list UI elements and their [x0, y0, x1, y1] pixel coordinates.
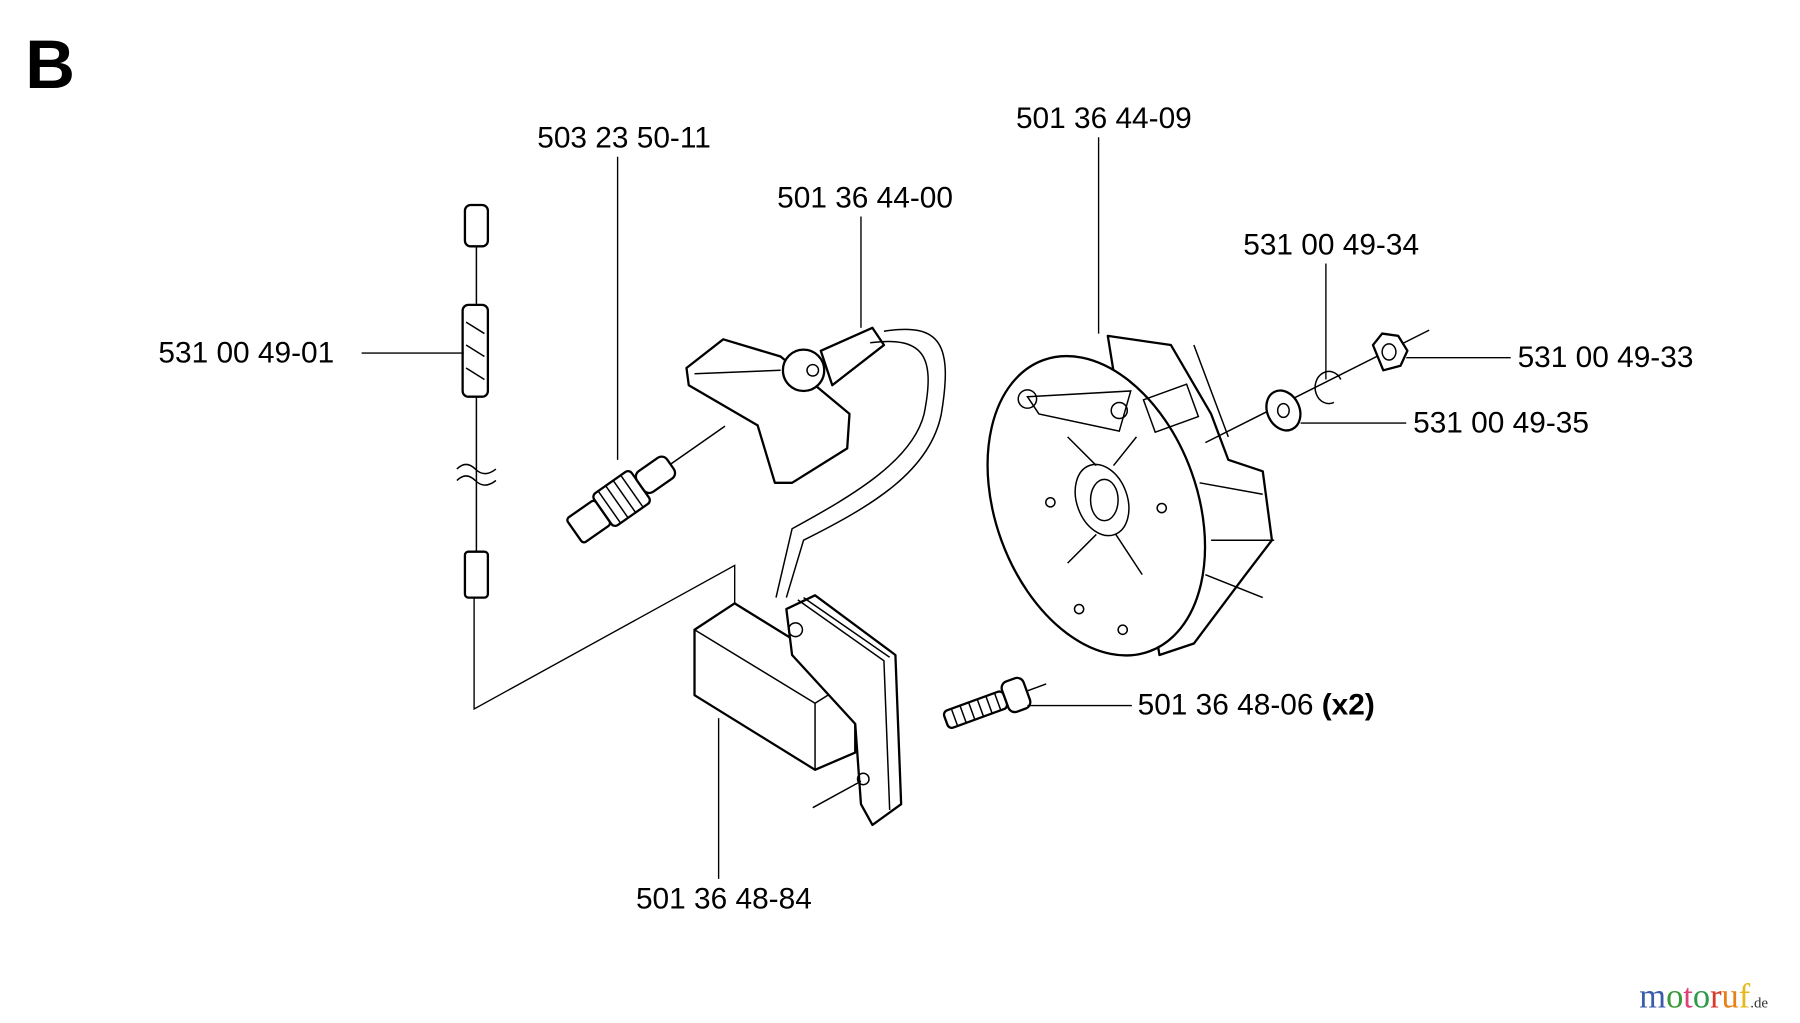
screw-number: 501 36 48-06 — [1138, 689, 1314, 722]
spark-plug-boot-drawing — [685, 326, 947, 598]
spark-plug-drawing — [566, 425, 726, 544]
leader-lines — [361, 137, 1511, 879]
part-label-washer: 531 00 49-35 — [1413, 406, 1589, 439]
hardware-drawing — [1205, 329, 1430, 444]
part-label-ignition-module: 501 36 48-84 — [636, 883, 812, 916]
ignition-module-drawing — [693, 594, 903, 827]
short-circuit-cable-drawing — [456, 203, 736, 711]
part-label-nut: 531 00 49-33 — [1518, 341, 1694, 374]
part-label-circlip: 531 00 49-34 — [1243, 228, 1419, 261]
screw-drawing — [942, 676, 1047, 729]
part-label-spark-plug: 503 23 50-11 — [537, 122, 711, 155]
screw-quantity: (x2) — [1322, 689, 1375, 722]
part-label-short-circuit-cable: 531 00 49-01 — [158, 336, 334, 369]
motoruf-watermark-logo: motoruf.de — [1639, 977, 1768, 1015]
part-label-flywheel: 501 36 44-09 — [1016, 102, 1192, 135]
part-label-spark-plug-boot: 501 36 44-00 — [777, 181, 953, 214]
svg-text:motoruf.de: motoruf.de — [1639, 977, 1768, 1015]
section-letter: B — [25, 26, 75, 103]
part-label-screw: 501 36 48-06 (x2) — [1138, 689, 1375, 722]
flywheel-drawing — [986, 334, 1275, 657]
